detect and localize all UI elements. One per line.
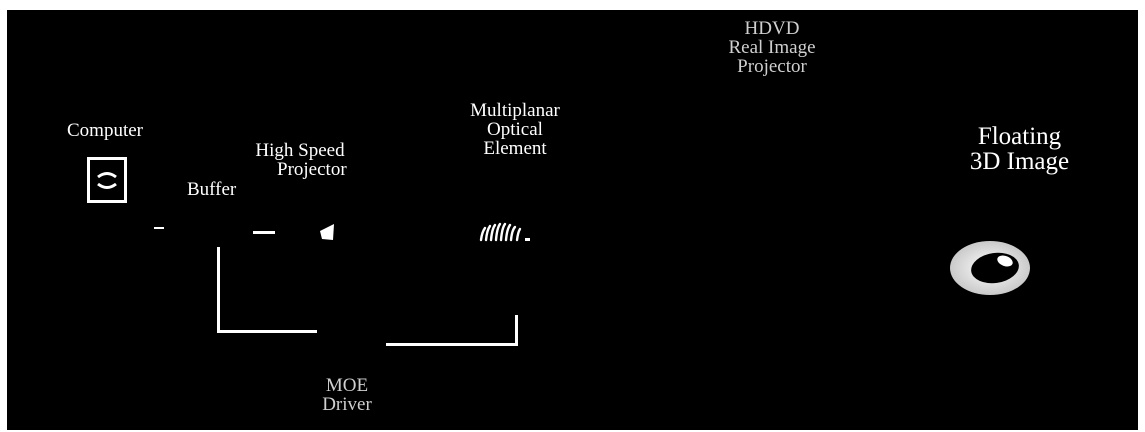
multiplanar-optical-element-label: Multiplanar Optical Element — [470, 100, 560, 159]
monitor-screen-icon — [97, 172, 117, 189]
driver-bracket-right-vertical — [515, 315, 518, 345]
hdvd-real-image-projector-label: HDVD Real Image Projector — [728, 18, 816, 77]
buffer-label: Buffer — [187, 179, 237, 200]
driver-bracket-right-horizontal — [386, 343, 518, 346]
floating-ring-icon — [950, 241, 1030, 295]
computer-to-buffer-connector — [154, 227, 164, 229]
optical-element-stack-icon — [479, 222, 530, 242]
moe-driver-label: MOE Driver — [322, 375, 372, 415]
driver-bracket-left-horizontal — [217, 330, 317, 333]
floating-3d-image-label: Floating 3D Image — [969, 123, 1070, 175]
system-diagram: Computer Buffer High Speed Projector Mul… — [7, 10, 1138, 430]
driver-bracket-left-vertical — [217, 247, 220, 333]
monitor-icon — [87, 157, 127, 203]
computer-label: Computer — [67, 120, 143, 141]
projector-lens-icon — [320, 224, 334, 240]
high-speed-projector-label: High Speed Projector — [255, 140, 347, 180]
buffer-to-projector-connector — [253, 231, 275, 234]
